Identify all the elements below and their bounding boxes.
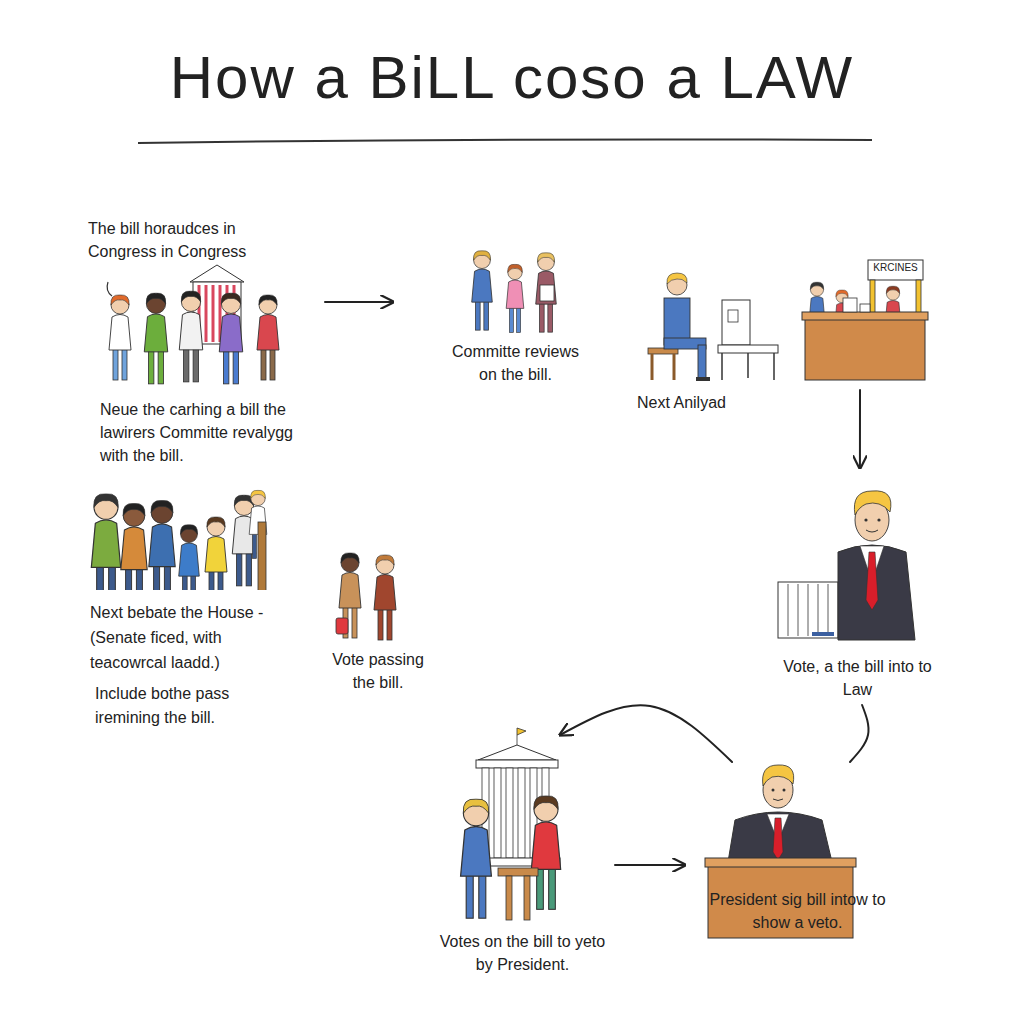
- pointer-tick: [107, 282, 112, 296]
- person-figure: [179, 525, 200, 590]
- step-caption: Votes on the bill to yeto by President.: [430, 930, 615, 976]
- booth-sign: [868, 260, 923, 280]
- lectern-line: [808, 584, 809, 636]
- step-group: Votes on the bill to yeto by President.: [430, 735, 615, 980]
- desk-top: [802, 312, 928, 320]
- chair-mark: [728, 310, 738, 322]
- ballot-box: [860, 304, 870, 312]
- diagram-title: How a BiLL coso a LAW: [0, 42, 1024, 114]
- step-group: The bill horaudces in Congress in Congre…: [85, 215, 325, 470]
- man-hair: [667, 273, 687, 284]
- person-figure: [144, 293, 167, 384]
- flow-arrow: [325, 301, 393, 303]
- step-group: KRCINES: [798, 255, 928, 390]
- person-figure: [374, 555, 396, 640]
- step-caption: Next Anilyad: [637, 391, 767, 414]
- person-figure: [472, 251, 493, 330]
- crowd-group: [91, 490, 266, 590]
- column-stripe: [212, 285, 215, 342]
- lectern: [778, 582, 838, 638]
- title-underline: [138, 139, 872, 143]
- capitol-column: [518, 768, 525, 858]
- person-figure: [179, 291, 202, 382]
- desk-leg: [506, 876, 512, 920]
- pen: [812, 632, 834, 636]
- president-eye: [864, 518, 867, 521]
- step-caption: KRCINES: [868, 262, 923, 274]
- step-group: Committe reviews on the bill.: [393, 240, 590, 390]
- flow-arrow: [560, 705, 732, 762]
- lectern-line: [828, 584, 829, 636]
- man-shoe: [696, 377, 710, 381]
- flow-arrow: [859, 390, 861, 468]
- president-body: [838, 545, 915, 640]
- desk-leg: [524, 876, 530, 920]
- step-caption: Committe reviews on the bill.: [443, 340, 588, 386]
- president-mouth: [773, 799, 783, 801]
- person-figure: [461, 799, 492, 918]
- desk-top: [705, 858, 856, 867]
- chair-leg: [773, 353, 775, 380]
- president-eye: [783, 789, 786, 792]
- president-eye: [772, 789, 775, 792]
- president-body: [728, 812, 832, 862]
- person-figure: [536, 253, 557, 332]
- chair-seat: [718, 345, 778, 353]
- chair-leg: [721, 353, 723, 380]
- ballot-box: [843, 298, 857, 312]
- flow-arrow: [615, 864, 685, 866]
- step-group: Vote passing the bill.: [325, 545, 430, 695]
- column-stripe: [205, 285, 208, 342]
- step-group: President sig bill intow to show a veto.: [685, 762, 905, 940]
- president-hair: [763, 765, 794, 786]
- step-caption: Include bothe pass iremining the bill.: [95, 682, 285, 730]
- person-figure: [149, 501, 175, 591]
- lectern-line: [818, 584, 819, 636]
- hand-bag: [336, 618, 348, 634]
- small-desk: [498, 868, 538, 876]
- stool-leg: [651, 354, 654, 380]
- desk-front: [805, 318, 925, 380]
- president-tie: [773, 818, 783, 860]
- step-caption: Neue the carhing a bill the lawirers Com…: [100, 398, 318, 467]
- president-hair: [854, 491, 891, 515]
- capitol-column: [494, 768, 501, 858]
- man-shin: [698, 345, 706, 378]
- president-tie: [866, 552, 878, 610]
- person-figure: [531, 796, 560, 909]
- step-caption: Vote passing the bill.: [327, 648, 429, 694]
- step-caption: Next bebate the House - (Senate ficed, w…: [90, 600, 290, 675]
- flow-arrow: [850, 705, 869, 762]
- paper-sheet: [540, 285, 554, 301]
- step-caption: The bill horaudces in Congress in Congre…: [88, 217, 248, 263]
- president-eye: [877, 518, 880, 521]
- step-caption: Vote, a the bill into to Law: [780, 655, 935, 701]
- person-figure: [121, 504, 147, 591]
- chair-back: [722, 300, 750, 345]
- stool-leg: [673, 354, 676, 380]
- person-figure: [109, 295, 131, 380]
- person-figure: [257, 295, 279, 380]
- capitol-pediment: [478, 745, 556, 760]
- capitol-pediment: [190, 265, 244, 282]
- person-figure: [219, 293, 242, 384]
- person-figure: [91, 494, 120, 590]
- person-figure: [205, 517, 227, 590]
- step-caption: President sig bill intow to show a veto.: [700, 888, 895, 934]
- step-group: Vote, a the bill into to Law: [770, 468, 935, 705]
- capitol-entablature: [476, 760, 558, 768]
- president-mouth: [866, 530, 878, 532]
- chair-leg: [747, 353, 749, 378]
- sign-stick: [258, 522, 266, 590]
- step-group: Next Anilyad: [625, 265, 785, 420]
- lectern-line: [798, 584, 799, 636]
- capitol-column: [506, 768, 513, 858]
- step-group: Next bebate the House - (Senate ficed, w…: [85, 485, 290, 745]
- lectern-line: [788, 584, 789, 636]
- capitol-flag: [517, 728, 526, 745]
- person-figure: [506, 264, 524, 332]
